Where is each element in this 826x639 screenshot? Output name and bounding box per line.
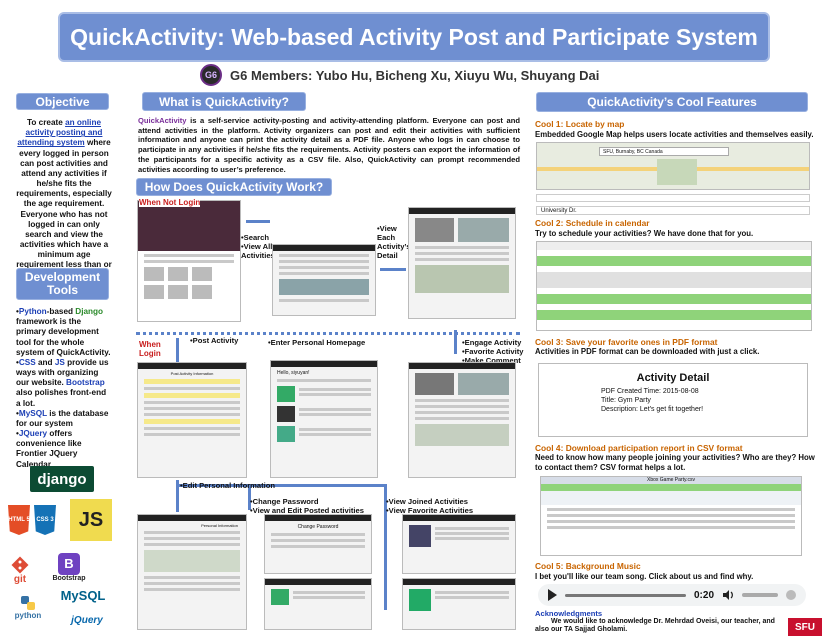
objective-rest: where every logged in person can post ac… [16,138,112,279]
ack-title: Acknowledgments [535,609,603,618]
title-banner: QuickActivity: Web-based Activity Post a… [58,12,770,62]
members-text: G6 Members: Yubo Hu, Bicheng Xu, Xiuyu W… [230,67,600,83]
tools-item-jquery: •JQuery offers convenience like Frontier… [16,429,82,469]
flow-arrow [246,220,270,223]
login-divider [136,332,520,335]
player-time: 0:20 [693,589,714,601]
screenshot-favorite-activities [402,578,516,630]
tools-list: •Python-based Django framework is the pr… [16,307,112,470]
screenshot-homepage: Hello, siyuyan! [270,360,378,478]
screenshot-engage [408,362,516,478]
cool4-desc: Need to know how many people joining you… [535,453,815,472]
screenshot-activity-list [272,244,376,316]
enter-home-label: •Enter Personal Homepage [268,338,366,347]
flow-arrow [176,484,386,487]
tools-item-mysql: •MySQL is the database for our system [16,408,109,428]
objective-highlight: an online activity posting and attending… [17,118,103,148]
options-icon[interactable] [786,590,796,600]
engage-label: •Engage Activity•Favorite Activity•Make … [462,338,524,366]
volume-slider[interactable] [742,593,778,597]
screenshot-change-password: Change Password [264,514,372,574]
objective-lead: To create [26,118,66,127]
what-body: is a self-service activity-posting and a… [138,116,520,174]
flow-arrow [248,484,251,510]
flow-arrow [384,484,387,610]
page-title: QuickActivity: Web-based Activity Post a… [70,23,758,50]
mysql-logo: MySQL [60,587,106,603]
django-logo: django [30,466,94,492]
csv-filename: Xbox Game Party.csv [541,477,801,484]
calendar-screenshot [536,241,812,331]
cool5-title: Cool 5: Background Music [535,561,641,571]
flow-arrow [454,330,457,354]
sfu-logo: SFU [788,618,822,636]
bootstrap-logo: B Bootstrap [48,547,90,587]
pdf-title: Activity Detail [636,372,710,384]
csv-screenshot: Xbox Game Party.csv [540,476,802,556]
progress-bar[interactable] [565,593,686,597]
cool2-title: Cool 2: Schedule in calendar [535,218,650,228]
volume-icon[interactable] [722,589,734,601]
post-activity-label: •Post Activity [190,336,239,345]
pdf-time: PDF Created Time: 2015-08-08 [601,388,699,395]
when-not-login-label: When Not Login [139,198,201,207]
members-row: G6 G6 Members: Yubo Hu, Bicheng Xu, Xiuy… [200,64,599,86]
js-logo: JS [70,499,112,541]
flow-arrow [176,338,179,362]
objective-text: To create an online activity posting and… [16,118,112,281]
python-logo: python [8,592,48,622]
cool4-title: Cool 4: Download participation report in… [535,443,743,453]
cool1-title: Cool 1: Locate by map [535,119,625,129]
audio-player[interactable]: 0:20 [538,584,806,606]
map-screenshot: SFU, Burnaby, BC Canada [536,142,810,190]
cool3-title: Cool 3: Save your favorite ones in PDF f… [535,337,718,347]
css3-logo: CSS 3 [34,505,56,535]
cool1-desc: Embedded Google Map helps users locate a… [535,130,814,139]
tools-item-css: •CSS and JS provide us ways with organiz… [16,357,109,408]
view-joined-label: •View Joined Activities•View Favorite Ac… [386,497,474,516]
pdf-screenshot: Activity Detail PDF Created Time: 2015-0… [538,363,808,437]
jquery-logo: jQuery [71,614,103,626]
party-image [138,201,240,251]
screenshot-post-activity: Post Activity Information [137,362,247,478]
git-icon [11,556,29,573]
pdf-descr: Description: Let's get fit together! [601,406,704,413]
flow-arrow [176,480,179,512]
cool2-desc: Try to schedule your activities? We have… [535,229,754,238]
tools-item-python: •Python-based Django framework is the pr… [16,307,111,357]
map-field-2: University Dr. [536,206,810,215]
git-logo: git [8,552,32,588]
play-icon[interactable] [548,589,557,601]
screenshot-personal-info: Personal Information [137,514,247,630]
objective-header: Objective [16,93,109,110]
pdf-name: Title: Gym Party [601,397,651,404]
cool5-desc: I bet you'll like our team song. Click a… [535,572,754,581]
cool3-desc: Activities in PDF format can be download… [535,347,760,356]
what-header: What is QuickActivity? [142,92,306,111]
change-pw-label: •Change Password•View and Edit Posted ac… [250,497,364,516]
flow-arrow [380,268,406,271]
g6-logo: G6 [200,64,222,86]
what-description: QuickActivity is a self-service activity… [138,116,520,174]
edit-info-label: •Edit Personal Information [180,481,276,490]
html5-logo: HTML 5 [8,505,30,535]
bootstrap-icon: B [58,552,80,575]
tools-header: Development Tools [16,268,109,300]
screenshot-activity-detail [408,207,516,319]
features-header: QuickActivity’s Cool Features [536,92,808,112]
python-icon [21,595,35,610]
screenshot-not-login [137,200,241,322]
what-name: QuickActivity [138,116,187,125]
screenshot-joined-activities [402,514,516,574]
ack-text: We would like to acknowledge Dr. Mehrdad… [535,618,775,634]
map-search-input: SFU, Burnaby, BC Canada [599,147,729,156]
screenshot-posted-activities [264,578,372,630]
map-field-1 [536,194,810,202]
how-header: How Does QuickActivity Work? [136,178,332,196]
